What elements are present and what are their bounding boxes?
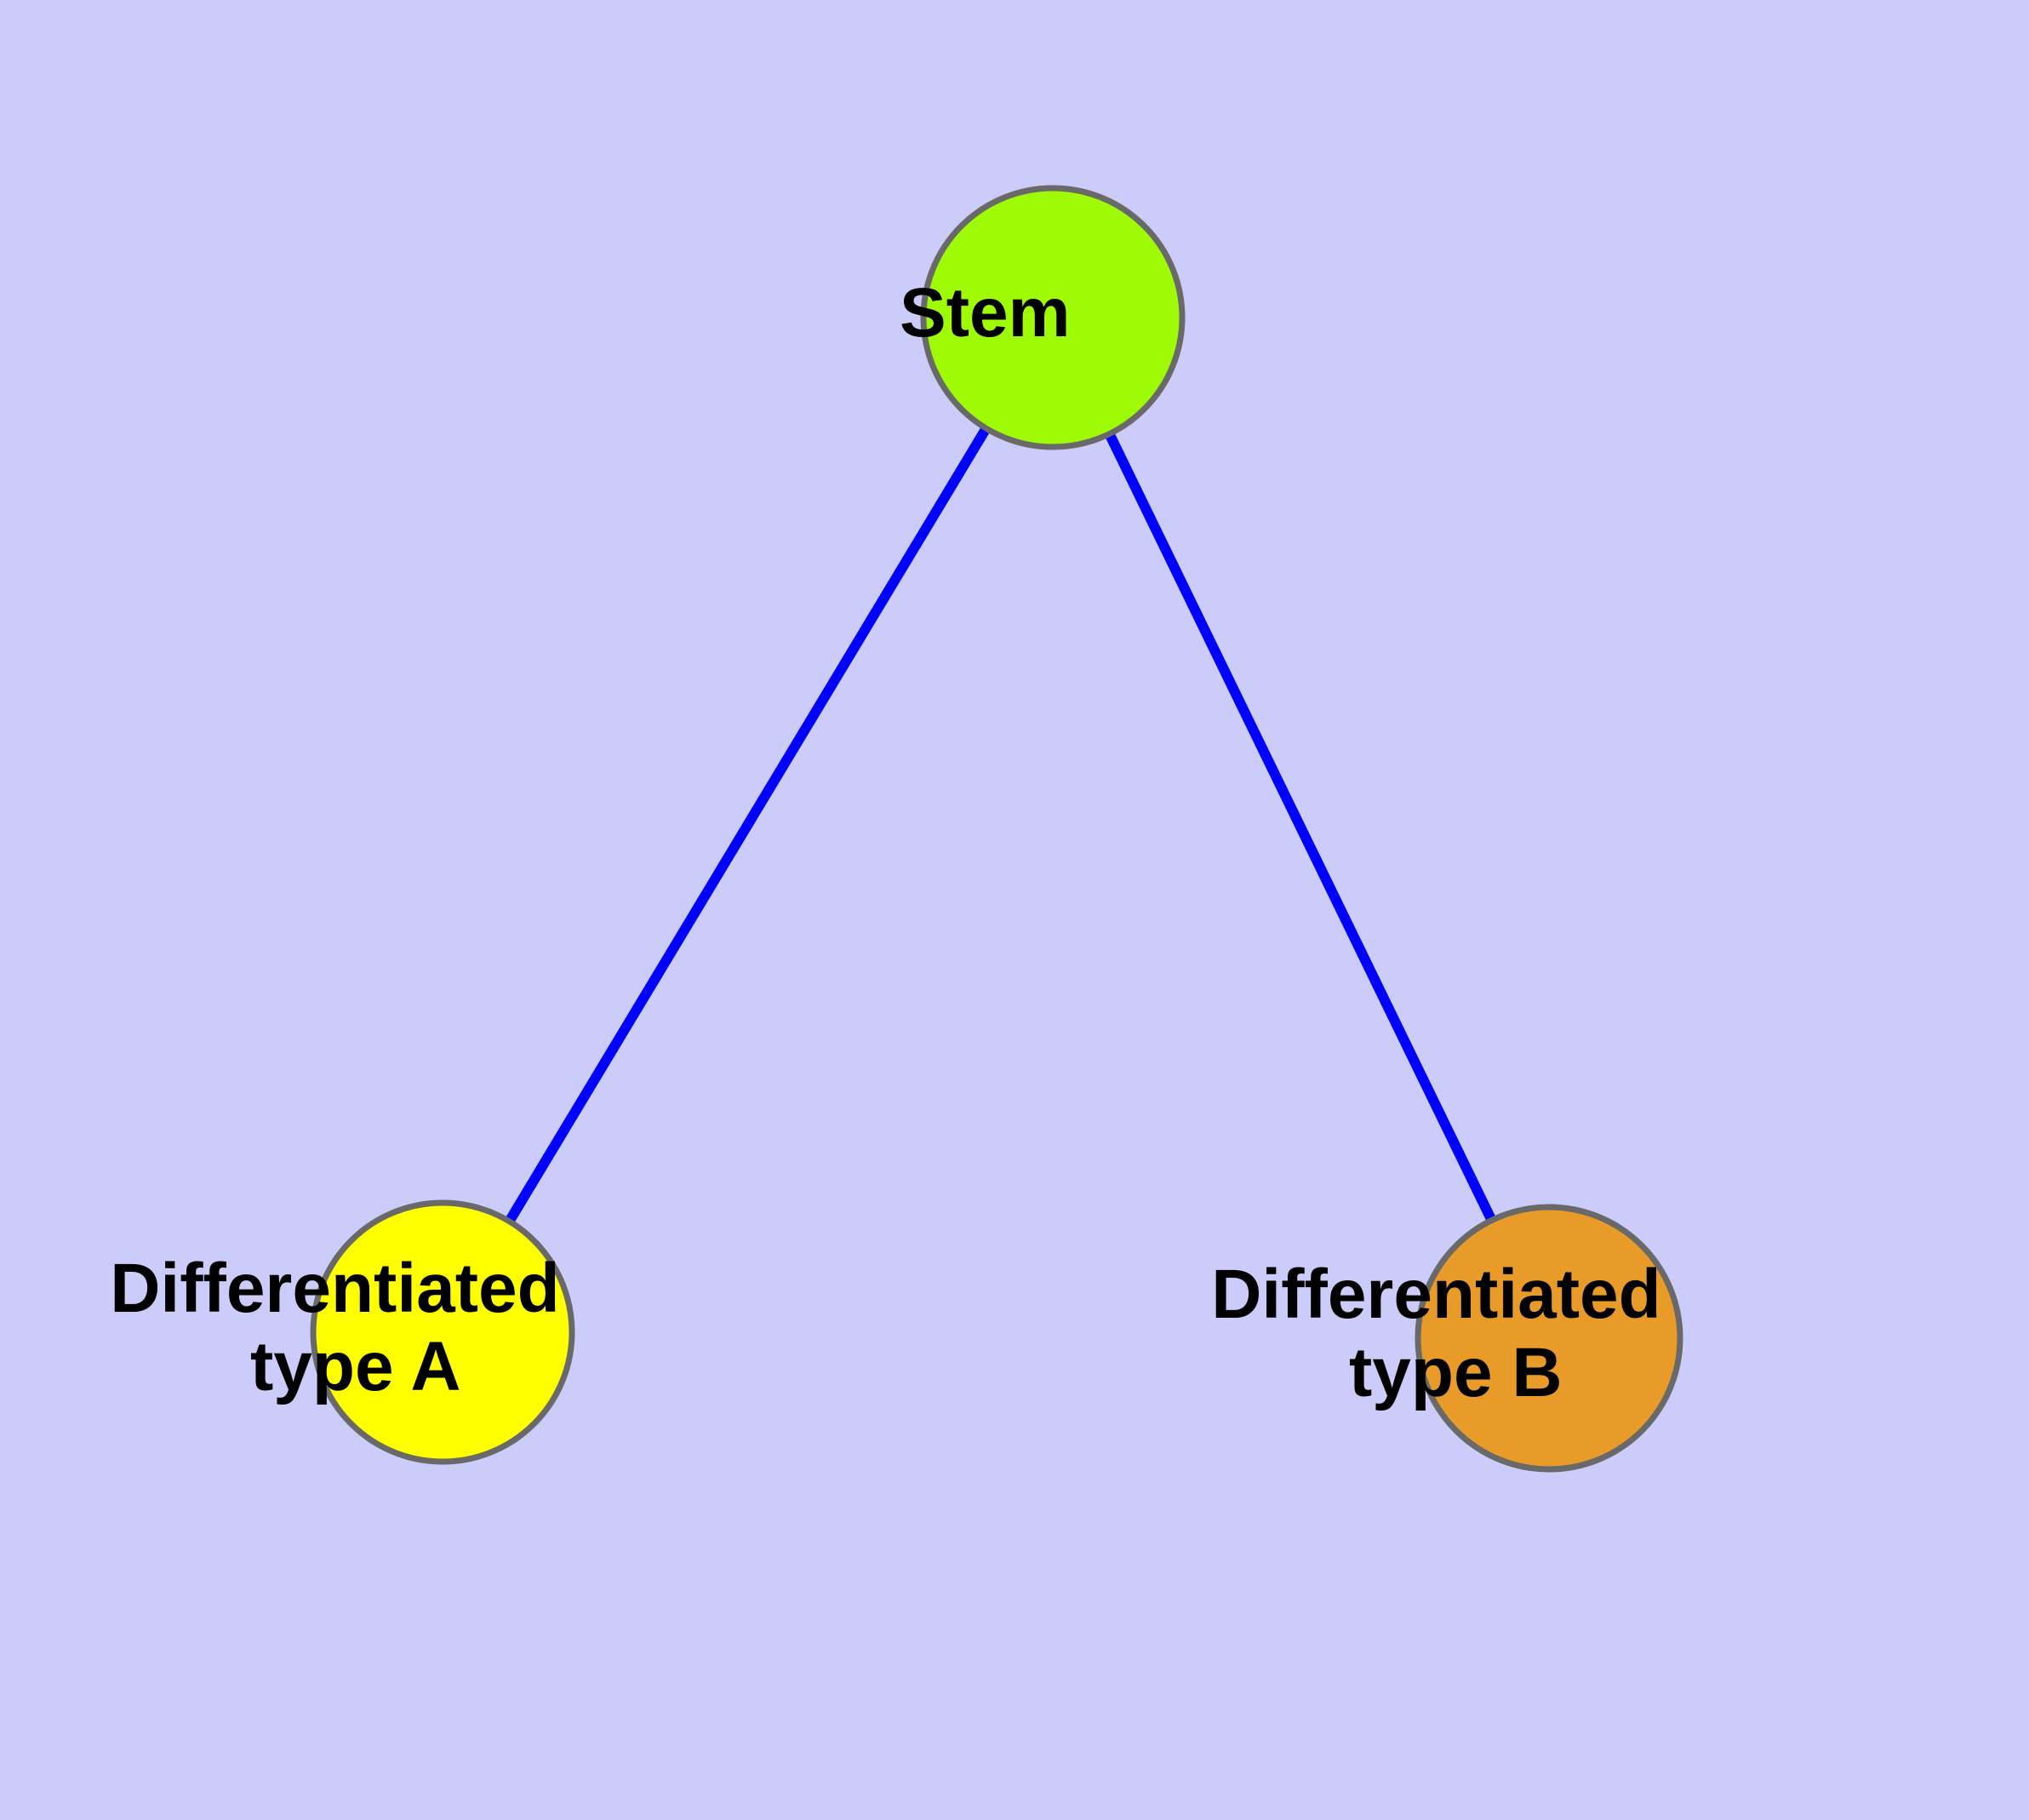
node-layer bbox=[310, 185, 1683, 1473]
node-differentiated-type-a-circle[interactable] bbox=[310, 1199, 575, 1465]
node-stem-label-line-0: Stem bbox=[900, 274, 1071, 352]
node-stem[interactable] bbox=[920, 185, 1186, 450]
node-differentiated-type-b-label-line-1: type B bbox=[1349, 1334, 1563, 1411]
node-differentiated-type-a-label: Differentiated type A bbox=[0, 0, 734, 1405]
node-differentiated-type-a[interactable] bbox=[310, 1199, 575, 1465]
node-differentiated-type-b-label-line-0: Differentiated bbox=[1211, 1256, 1661, 1333]
node-differentiated-type-a-label-line-0: Differentiated bbox=[110, 1250, 560, 1327]
node-differentiated-type-b-label: Differentiated type B bbox=[1211, 1256, 1661, 1411]
node-differentiated-type-b[interactable] bbox=[1415, 1204, 1683, 1473]
node-differentiated-type-a-label-line-1: type A bbox=[250, 1328, 460, 1405]
edge-stem-to-differentiated-type-a[interactable] bbox=[437, 314, 1058, 1336]
edge-layer bbox=[437, 314, 1554, 1341]
label-layer: Stem Differentiated type A Differentiate… bbox=[0, 0, 1661, 1411]
node-stem-label: Stem bbox=[0, 0, 1206, 352]
node-stem-circle[interactable] bbox=[920, 185, 1186, 450]
edge-stem-to-differentiated-type-b[interactable] bbox=[1048, 315, 1554, 1341]
node-differentiated-type-b-circle[interactable] bbox=[1415, 1204, 1683, 1473]
